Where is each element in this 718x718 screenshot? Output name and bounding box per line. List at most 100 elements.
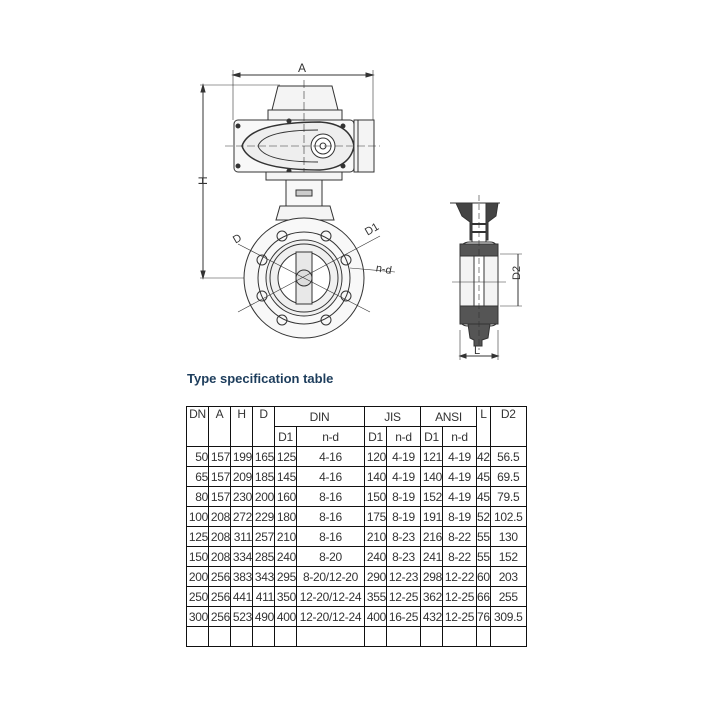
table-cell: 185 bbox=[252, 466, 275, 487]
col-din-nd: n-d bbox=[296, 426, 365, 447]
col-d: D bbox=[252, 406, 275, 447]
table-cell: 216 bbox=[420, 526, 443, 547]
svg-text:A: A bbox=[298, 61, 306, 75]
table-cell: 160 bbox=[274, 486, 297, 507]
dimension-a: A bbox=[231, 61, 375, 120]
col-d2: D2 bbox=[489, 406, 527, 447]
table-cell: 100 bbox=[186, 506, 209, 527]
table-cell: 210 bbox=[364, 526, 387, 547]
table-cell: 55 bbox=[476, 526, 491, 547]
table-cell: 241 bbox=[420, 546, 443, 567]
table-cell: 240 bbox=[364, 546, 387, 567]
table-cell: 125 bbox=[186, 526, 209, 547]
table-cell: 157 bbox=[208, 486, 231, 507]
table-cell: 80 bbox=[186, 486, 209, 507]
table-cell: 8-19 bbox=[386, 506, 421, 527]
svg-text:H: H bbox=[196, 176, 210, 185]
col-jis-nd: n-d bbox=[386, 426, 421, 447]
table-cell: 8-22 bbox=[442, 546, 477, 567]
table-cell: 311 bbox=[230, 526, 253, 547]
table-cell: 295 bbox=[274, 566, 297, 587]
table-cell: 56.5 bbox=[489, 446, 527, 467]
table-cell: 60 bbox=[476, 566, 491, 587]
table-cell: 8-16 bbox=[296, 486, 365, 507]
table-cell: 180 bbox=[274, 506, 297, 527]
col-l: L bbox=[476, 406, 491, 447]
col-dn: DN bbox=[186, 406, 209, 447]
table-cell: 76 bbox=[476, 606, 491, 627]
table-cell: 45 bbox=[476, 486, 491, 507]
table-cell: 150 bbox=[364, 486, 387, 507]
table-cell: 200 bbox=[252, 486, 275, 507]
table-cell: 523 bbox=[230, 606, 253, 627]
table-cell: 8-19 bbox=[386, 486, 421, 507]
table-cell: 208 bbox=[208, 546, 231, 567]
table-cell: 257 bbox=[252, 526, 275, 547]
table-cell: 8-20 bbox=[296, 546, 365, 567]
col-din-d1: D1 bbox=[274, 426, 297, 447]
table-cell: 16-25 bbox=[386, 606, 421, 627]
table-cell: 199 bbox=[230, 446, 253, 467]
table-cell: 140 bbox=[364, 466, 387, 487]
table-cell: 255 bbox=[489, 586, 527, 607]
table-cell: 256 bbox=[208, 566, 231, 587]
valve-body-front: D D1 n-d bbox=[231, 217, 396, 339]
page-title: Type specification table bbox=[187, 371, 334, 386]
table-cell: 12-25 bbox=[442, 606, 477, 627]
col-a: A bbox=[208, 406, 231, 447]
table-cell: 298 bbox=[420, 566, 443, 587]
table-cell: 229 bbox=[252, 506, 275, 527]
table-cell: 8-16 bbox=[296, 526, 365, 547]
table-cell: 121 bbox=[420, 446, 443, 467]
table-cell: 208 bbox=[208, 506, 231, 527]
table-cell: 50 bbox=[186, 446, 209, 467]
table-cell: 8-19 bbox=[442, 506, 477, 527]
table-cell: 152 bbox=[489, 546, 527, 567]
table-cell: 55 bbox=[476, 546, 491, 567]
table-cell: 145 bbox=[274, 466, 297, 487]
table-cell: 8-20/12-20 bbox=[296, 566, 365, 587]
table-cell: 4-19 bbox=[386, 446, 421, 467]
table-cell: 272 bbox=[230, 506, 253, 527]
table-cell: 4-19 bbox=[442, 446, 477, 467]
table-cell: 309.5 bbox=[489, 606, 527, 627]
table-cell: 230 bbox=[230, 486, 253, 507]
col-ansi-nd: n-d bbox=[442, 426, 477, 447]
table-cell: 69.5 bbox=[489, 466, 527, 487]
header-row-2: D1 n-d D1 n-d D1 n-d bbox=[187, 426, 527, 447]
actuator bbox=[225, 80, 380, 330]
table-cell: 383 bbox=[230, 566, 253, 587]
col-jis-d1: D1 bbox=[364, 426, 387, 447]
table-cell: 150 bbox=[186, 546, 209, 567]
svg-text:D2: D2 bbox=[511, 266, 523, 280]
valve-technical-drawing: A H bbox=[196, 61, 523, 360]
table-cell: 285 bbox=[252, 546, 275, 567]
table-cell: 8-22 bbox=[442, 526, 477, 547]
table-cell: 157 bbox=[208, 466, 231, 487]
table-cell: 157 bbox=[208, 446, 231, 467]
table-cell: 240 bbox=[274, 546, 297, 567]
table-cell: 362 bbox=[420, 586, 443, 607]
table-cell: 490 bbox=[252, 606, 275, 627]
table-cell: 250 bbox=[186, 586, 209, 607]
table-cell: 290 bbox=[364, 566, 387, 587]
table-cell: 400 bbox=[364, 606, 387, 627]
table-cell: 175 bbox=[364, 506, 387, 527]
table-cell: 4-19 bbox=[386, 466, 421, 487]
table-cell: 4-16 bbox=[296, 466, 365, 487]
table-cell: 210 bbox=[274, 526, 297, 547]
table-cell: 355 bbox=[364, 586, 387, 607]
table-cell: 411 bbox=[252, 586, 275, 607]
table-cell: 8-23 bbox=[386, 546, 421, 567]
col-din: DIN bbox=[274, 406, 365, 427]
table-cell: 8-16 bbox=[296, 506, 365, 527]
table-cell: 165 bbox=[252, 446, 275, 467]
col-h: H bbox=[230, 406, 253, 447]
table-filler-row bbox=[186, 626, 527, 647]
svg-text:D1: D1 bbox=[363, 221, 381, 238]
